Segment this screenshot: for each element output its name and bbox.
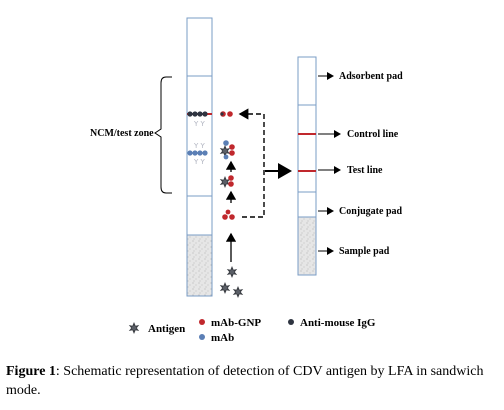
conjugate-pad-label: Conjugate pad xyxy=(339,206,403,217)
anti-mouse-igg-icon xyxy=(288,319,294,325)
mab-gnp-icon xyxy=(199,319,205,325)
right-test-strip xyxy=(297,56,317,276)
figure-label: Figure 1 xyxy=(6,364,56,379)
legend-mab-gnp: mAb-GNP xyxy=(211,317,261,329)
mab-icon xyxy=(199,334,205,340)
left-control-line-complex: Y Y xyxy=(187,111,212,128)
figure-caption: Figure 1: Schematic representation of de… xyxy=(6,362,498,400)
control-line-label: Control line xyxy=(347,129,399,140)
svg-text:Y Y: Y Y xyxy=(193,158,206,166)
right-labels: Adsorbent pad Control line Test line Con… xyxy=(318,71,403,257)
legend-anti-mouse-igg: Anti-mouse IgG xyxy=(300,317,376,329)
antigen-icon xyxy=(128,322,140,334)
ncm-zone-bracket: NCM/test zone xyxy=(90,76,172,194)
legend-mab: mAb xyxy=(211,332,234,344)
svg-text:Y Y: Y Y xyxy=(193,120,206,128)
caption-text: : Schematic representation of detection … xyxy=(6,364,484,398)
flow-particles xyxy=(219,108,265,298)
legend: Antigen mAb-GNP mAb Anti-mouse IgG xyxy=(128,317,376,344)
sample-pad-label: Sample pad xyxy=(339,246,390,257)
left-test-strip xyxy=(186,17,213,297)
test-line-label: Test line xyxy=(347,165,383,176)
ncm-zone-label: NCM/test zone xyxy=(90,128,154,139)
left-test-line-complex: Y Y Y Y xyxy=(187,142,208,166)
adsorbent-pad-label: Adsorbent pad xyxy=(339,71,403,82)
right-sample-pad xyxy=(297,216,317,276)
svg-text:Y Y: Y Y xyxy=(193,142,206,150)
left-sample-pad xyxy=(186,234,213,297)
legend-antigen: Antigen xyxy=(148,323,185,335)
